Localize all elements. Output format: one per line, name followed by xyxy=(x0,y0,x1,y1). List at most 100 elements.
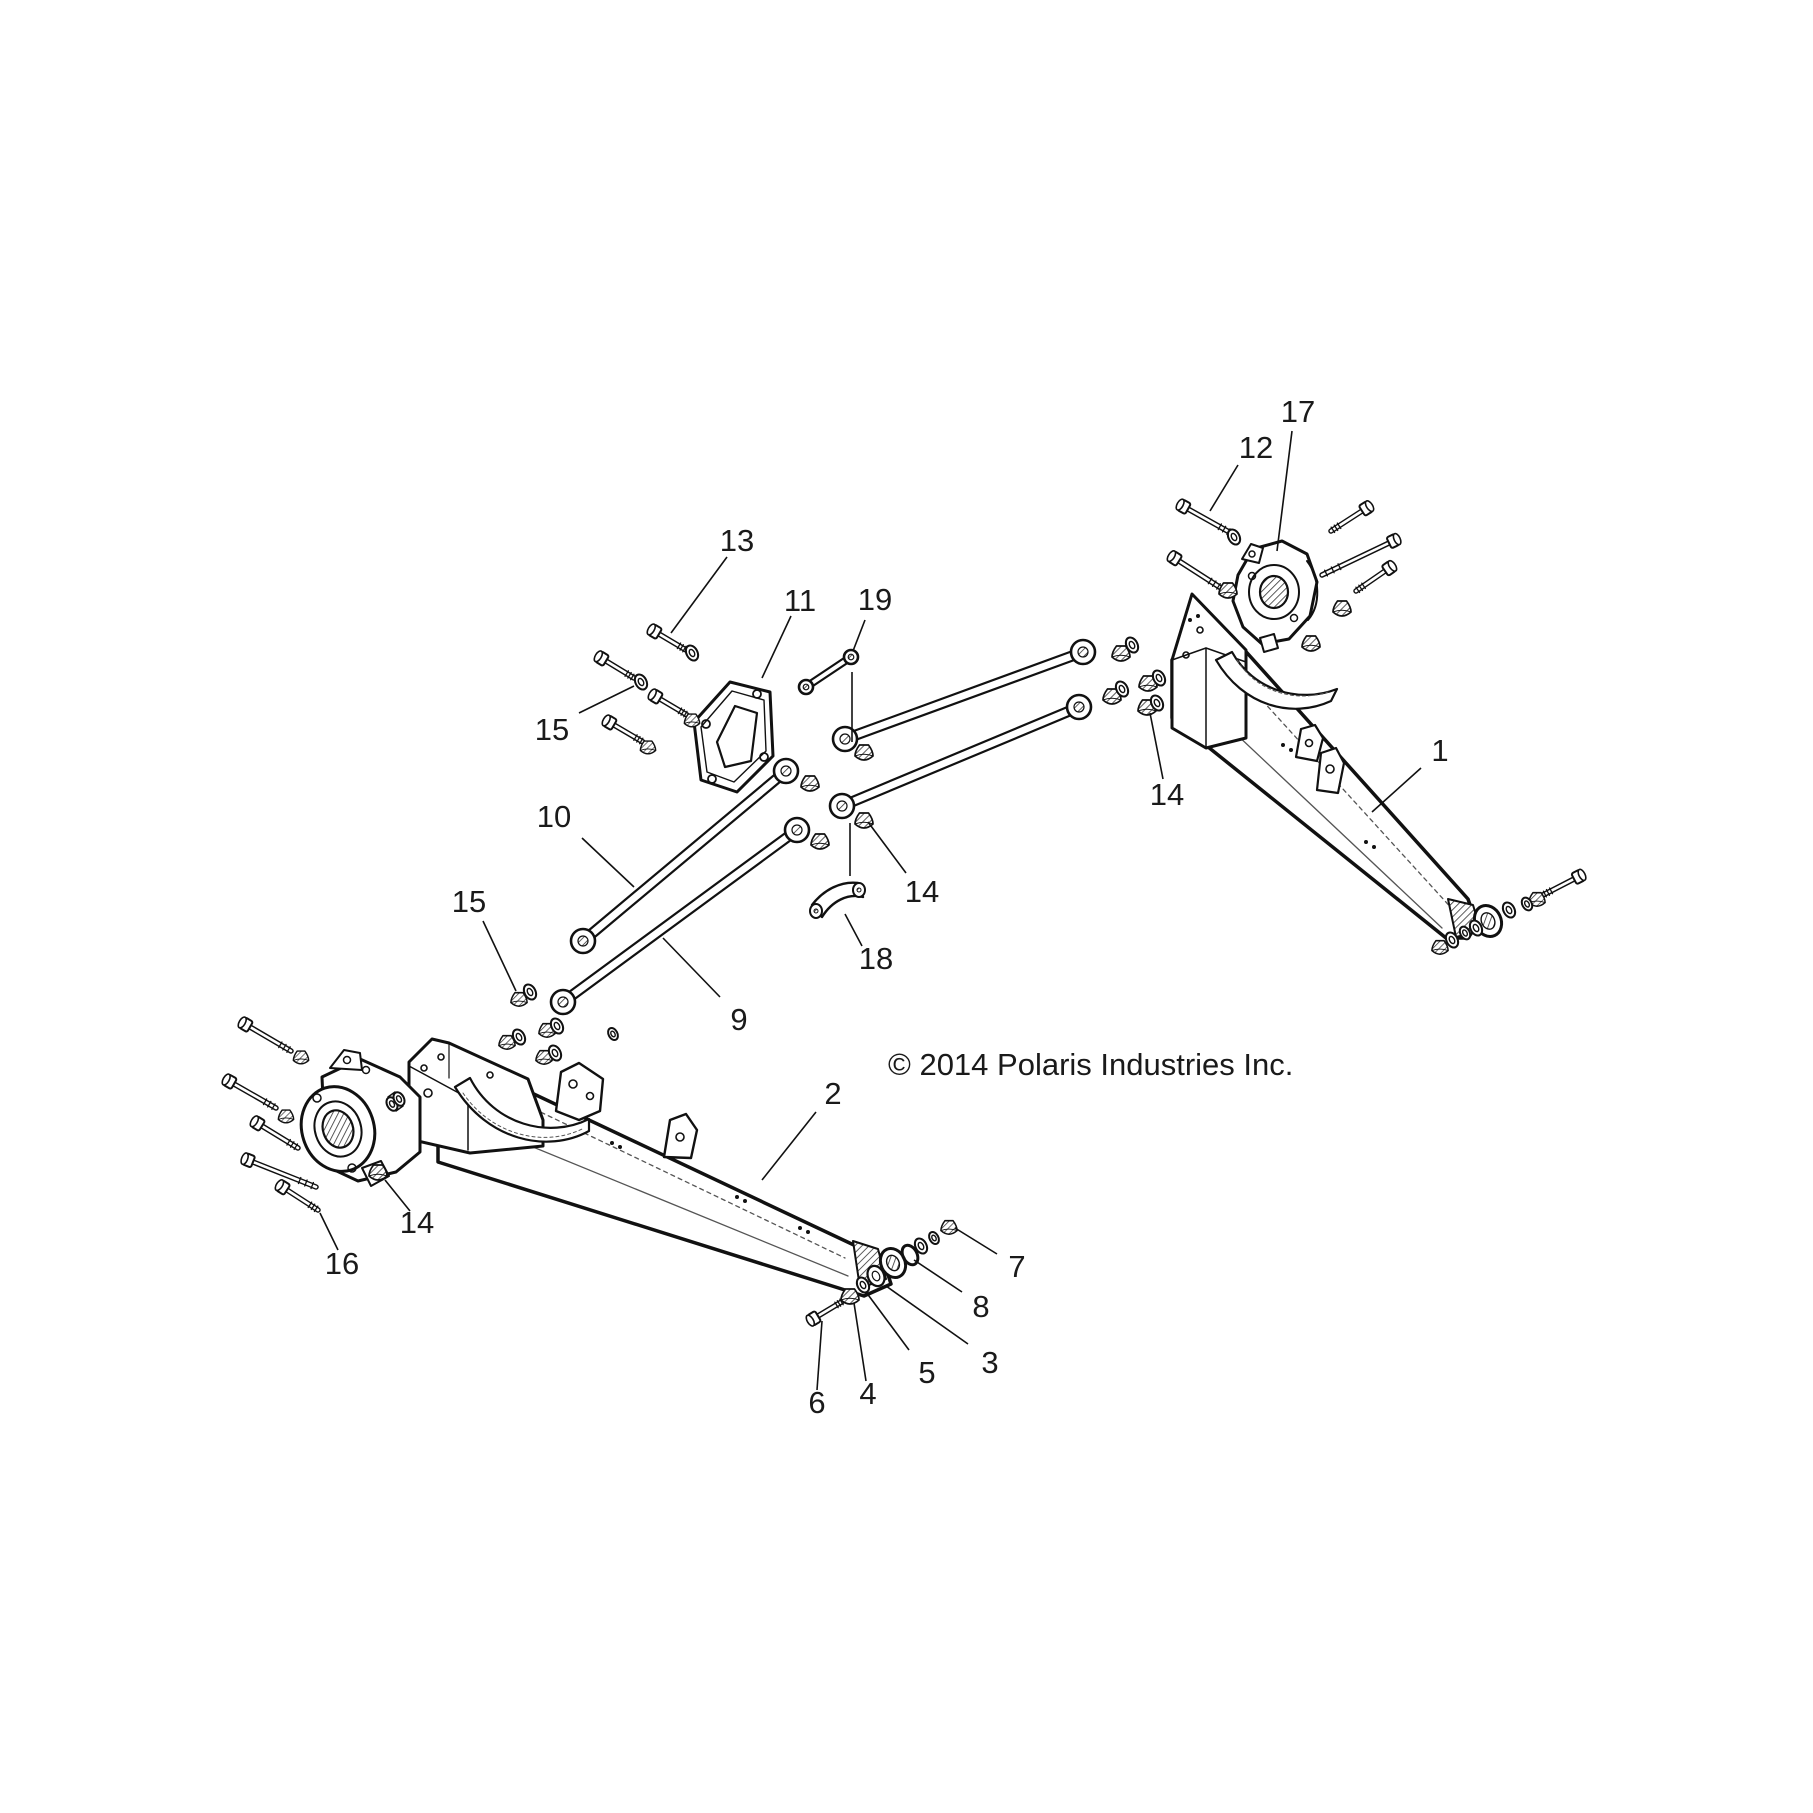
callout-label-17: 17 xyxy=(1281,394,1315,429)
callout-17: 17 xyxy=(1276,394,1315,552)
callout-label-15: 15 xyxy=(452,884,486,919)
callout-label-4: 4 xyxy=(859,1376,876,1411)
callout-label-7: 7 xyxy=(1008,1249,1025,1284)
washer xyxy=(1226,528,1242,546)
callout-label-6: 6 xyxy=(808,1385,825,1420)
washer xyxy=(1124,636,1140,654)
callout-label-12: 12 xyxy=(1239,430,1273,465)
flange-nut xyxy=(1218,582,1238,599)
radius-rod-9 xyxy=(549,816,811,1016)
copyright-text: © 2014 Polaris Industries Inc. xyxy=(888,1047,1293,1082)
callout-7: 7 xyxy=(954,1227,1026,1284)
callout-2: 2 xyxy=(761,1076,842,1181)
callout-3: 3 xyxy=(885,1285,999,1380)
right-trailing-arm-drawing xyxy=(1170,592,1504,940)
callout-19: 19 xyxy=(851,582,892,742)
callout-15: 15 xyxy=(452,884,517,992)
callout-14: 14 xyxy=(384,1179,434,1240)
washer xyxy=(913,1237,929,1255)
flange-nut xyxy=(840,1288,860,1305)
bolt xyxy=(646,623,689,653)
flange-nut xyxy=(535,1049,553,1065)
callout-leader-15 xyxy=(578,685,635,714)
washer xyxy=(1114,680,1130,698)
callout-label-1: 1 xyxy=(1431,733,1448,768)
callout-leader-14 xyxy=(867,821,907,874)
bolt xyxy=(1319,532,1402,578)
bolt xyxy=(1166,550,1224,591)
callout-label-2: 2 xyxy=(824,1076,841,1111)
washer xyxy=(392,1091,406,1107)
callout-6: 6 xyxy=(808,1320,826,1420)
flange-nut xyxy=(810,833,830,850)
callout-leader-8 xyxy=(913,1259,963,1293)
callout-leader-5 xyxy=(865,1291,910,1351)
bolt xyxy=(601,714,646,745)
callout-label-11: 11 xyxy=(784,583,816,618)
flange-nut xyxy=(639,740,657,755)
washer xyxy=(1149,694,1165,712)
right-hub-carrier-drawing xyxy=(1231,539,1319,653)
callout-label-16: 16 xyxy=(325,1246,359,1281)
bolt-head xyxy=(1386,532,1402,549)
washer xyxy=(1458,925,1472,941)
washer xyxy=(928,1230,940,1246)
radius-rod-right-upper xyxy=(831,638,1097,753)
washer xyxy=(684,644,700,662)
flange-nut xyxy=(510,991,528,1007)
callout-leader-7 xyxy=(954,1227,998,1255)
bolt xyxy=(237,1016,294,1054)
callout-leader-9 xyxy=(662,937,721,998)
flange-nut xyxy=(683,713,701,728)
washer xyxy=(855,1276,871,1294)
flange-nut xyxy=(1301,635,1321,652)
flange-nut xyxy=(1138,675,1158,692)
callout-leader-6 xyxy=(816,1320,823,1391)
bolt-head xyxy=(249,1115,266,1132)
left-hub-carrier-drawing xyxy=(299,1049,422,1187)
mount-bracket-drawing xyxy=(692,680,775,794)
bolt-head xyxy=(805,1310,822,1327)
callout-label-5: 5 xyxy=(918,1355,935,1390)
bolt xyxy=(805,1298,846,1327)
callout-9: 9 xyxy=(662,937,748,1037)
callout-leader-14 xyxy=(384,1179,411,1212)
washer xyxy=(1520,896,1534,912)
bolt xyxy=(240,1152,319,1190)
callout-leader-16 xyxy=(319,1212,339,1251)
o-ring xyxy=(900,1243,920,1267)
washer xyxy=(1468,919,1484,937)
pivot-link-19 xyxy=(797,648,860,696)
callout-leader-2 xyxy=(761,1111,817,1181)
bolt-head xyxy=(593,650,610,667)
stabilizer-link-drawing xyxy=(809,881,866,919)
flange-nut xyxy=(940,1219,958,1235)
washer xyxy=(1444,931,1460,949)
callout-label-14: 14 xyxy=(400,1205,434,1240)
bolt-head xyxy=(1381,559,1398,577)
flange-nut xyxy=(277,1109,295,1124)
bolt-head xyxy=(1358,500,1375,517)
radius-rod-10 xyxy=(569,757,800,955)
bolt xyxy=(274,1179,321,1213)
bolt-head xyxy=(1175,498,1192,515)
bolt-head xyxy=(221,1073,238,1090)
callout-label-9: 9 xyxy=(730,1002,747,1037)
callout-4: 4 xyxy=(853,1302,877,1411)
callout-8: 8 xyxy=(913,1259,990,1324)
callout-14: 14 xyxy=(867,821,939,909)
callout-leader-18 xyxy=(844,913,863,947)
callout-label-18: 18 xyxy=(859,941,893,976)
bolt xyxy=(221,1073,279,1111)
callout-label-13: 13 xyxy=(720,523,754,558)
washer xyxy=(607,1026,619,1042)
callout-leader-19 xyxy=(852,619,866,652)
washer xyxy=(522,983,538,1001)
callout-label-19: 19 xyxy=(858,582,892,617)
bolt-head xyxy=(274,1179,291,1196)
flange-nut xyxy=(368,1164,388,1181)
callout-5: 5 xyxy=(865,1291,936,1390)
callout-leader-1 xyxy=(1371,767,1422,813)
bolt-head xyxy=(240,1152,256,1168)
